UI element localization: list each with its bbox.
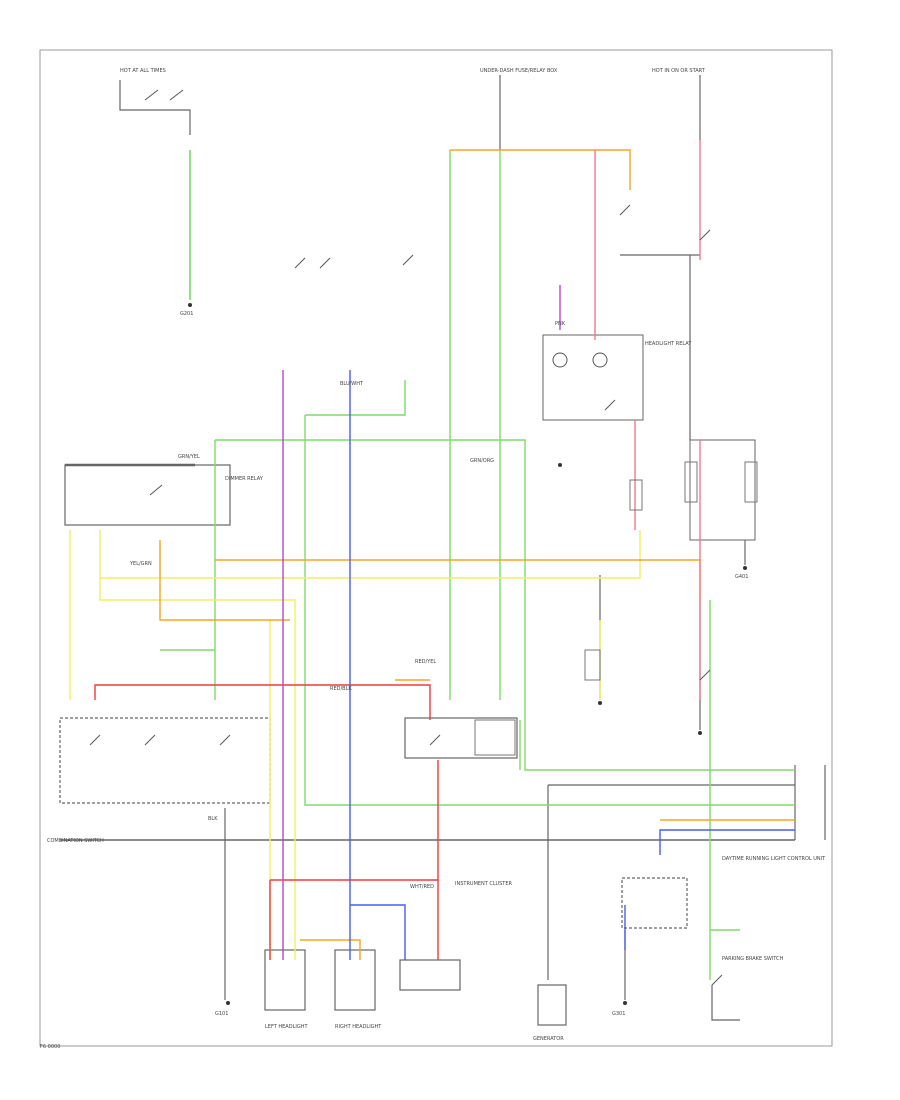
diagram-border: [39, 49, 833, 1047]
wire-label-6: GRN/ORG: [470, 458, 494, 464]
labels: HOT AT ALL TIMES HOT IN ON OR START UNDE…: [40, 68, 826, 1050]
ground-symbols: [188, 303, 747, 1005]
label-drl-control-unit: DAYTIME RUNNING LIGHT CONTROL UNIT: [722, 856, 826, 862]
blue-wires: [349, 370, 795, 960]
label-instrument-cluster: INSTRUMENT CLUSTER: [455, 881, 513, 887]
green-wires: [160, 150, 795, 980]
wire-label-1: GRN/YEL: [178, 454, 200, 460]
label-fuse-box: UNDER-DASH FUSE/RELAY BOX: [480, 68, 558, 74]
components: [474, 461, 758, 756]
label-headlight-relay: HEADLIGHT RELAY: [645, 341, 692, 347]
label-ground-left: G201: [180, 311, 193, 317]
label-ground-bottom: G101: [215, 1011, 228, 1017]
wire-label-3: RED/BLK: [330, 686, 352, 692]
label-right-headlight: RIGHT HEADLIGHT: [335, 1024, 382, 1030]
wire-label-8: RED/YEL: [415, 659, 436, 665]
switch-symbols: [89, 89, 723, 986]
label-ground-center: G301: [612, 1011, 625, 1017]
footer-code: F6 0000: [40, 1044, 60, 1050]
wire-label-9: PNK: [555, 321, 566, 327]
label-hot-in-on: HOT IN ON OR START: [652, 68, 706, 74]
label-hot-all-times-left: HOT AT ALL TIMES: [120, 68, 166, 74]
pink-wires: [594, 140, 701, 700]
purple-wires: [282, 285, 561, 960]
wire-label-2: YEL/GRN: [129, 561, 152, 567]
label-dimmer-relay: DIMMER RELAY: [225, 476, 264, 482]
label-generator: GENERATOR: [533, 1036, 564, 1042]
label-ground-right: G401: [735, 574, 748, 580]
wire-label-5: WHT/RED: [410, 884, 434, 890]
red-wires: [94, 684, 439, 960]
wire-label-7: BLK: [208, 816, 218, 822]
label-combination-switch: COMBINATION SWITCH: [47, 838, 104, 844]
label-parking-brake-switch: PARKING BRAKE SWITCH: [722, 956, 784, 962]
label-left-headlight: LEFT HEADLIGHT: [265, 1024, 308, 1030]
yellow-wires: [69, 530, 641, 960]
wire-label-4: BLU/WHT: [340, 381, 364, 387]
